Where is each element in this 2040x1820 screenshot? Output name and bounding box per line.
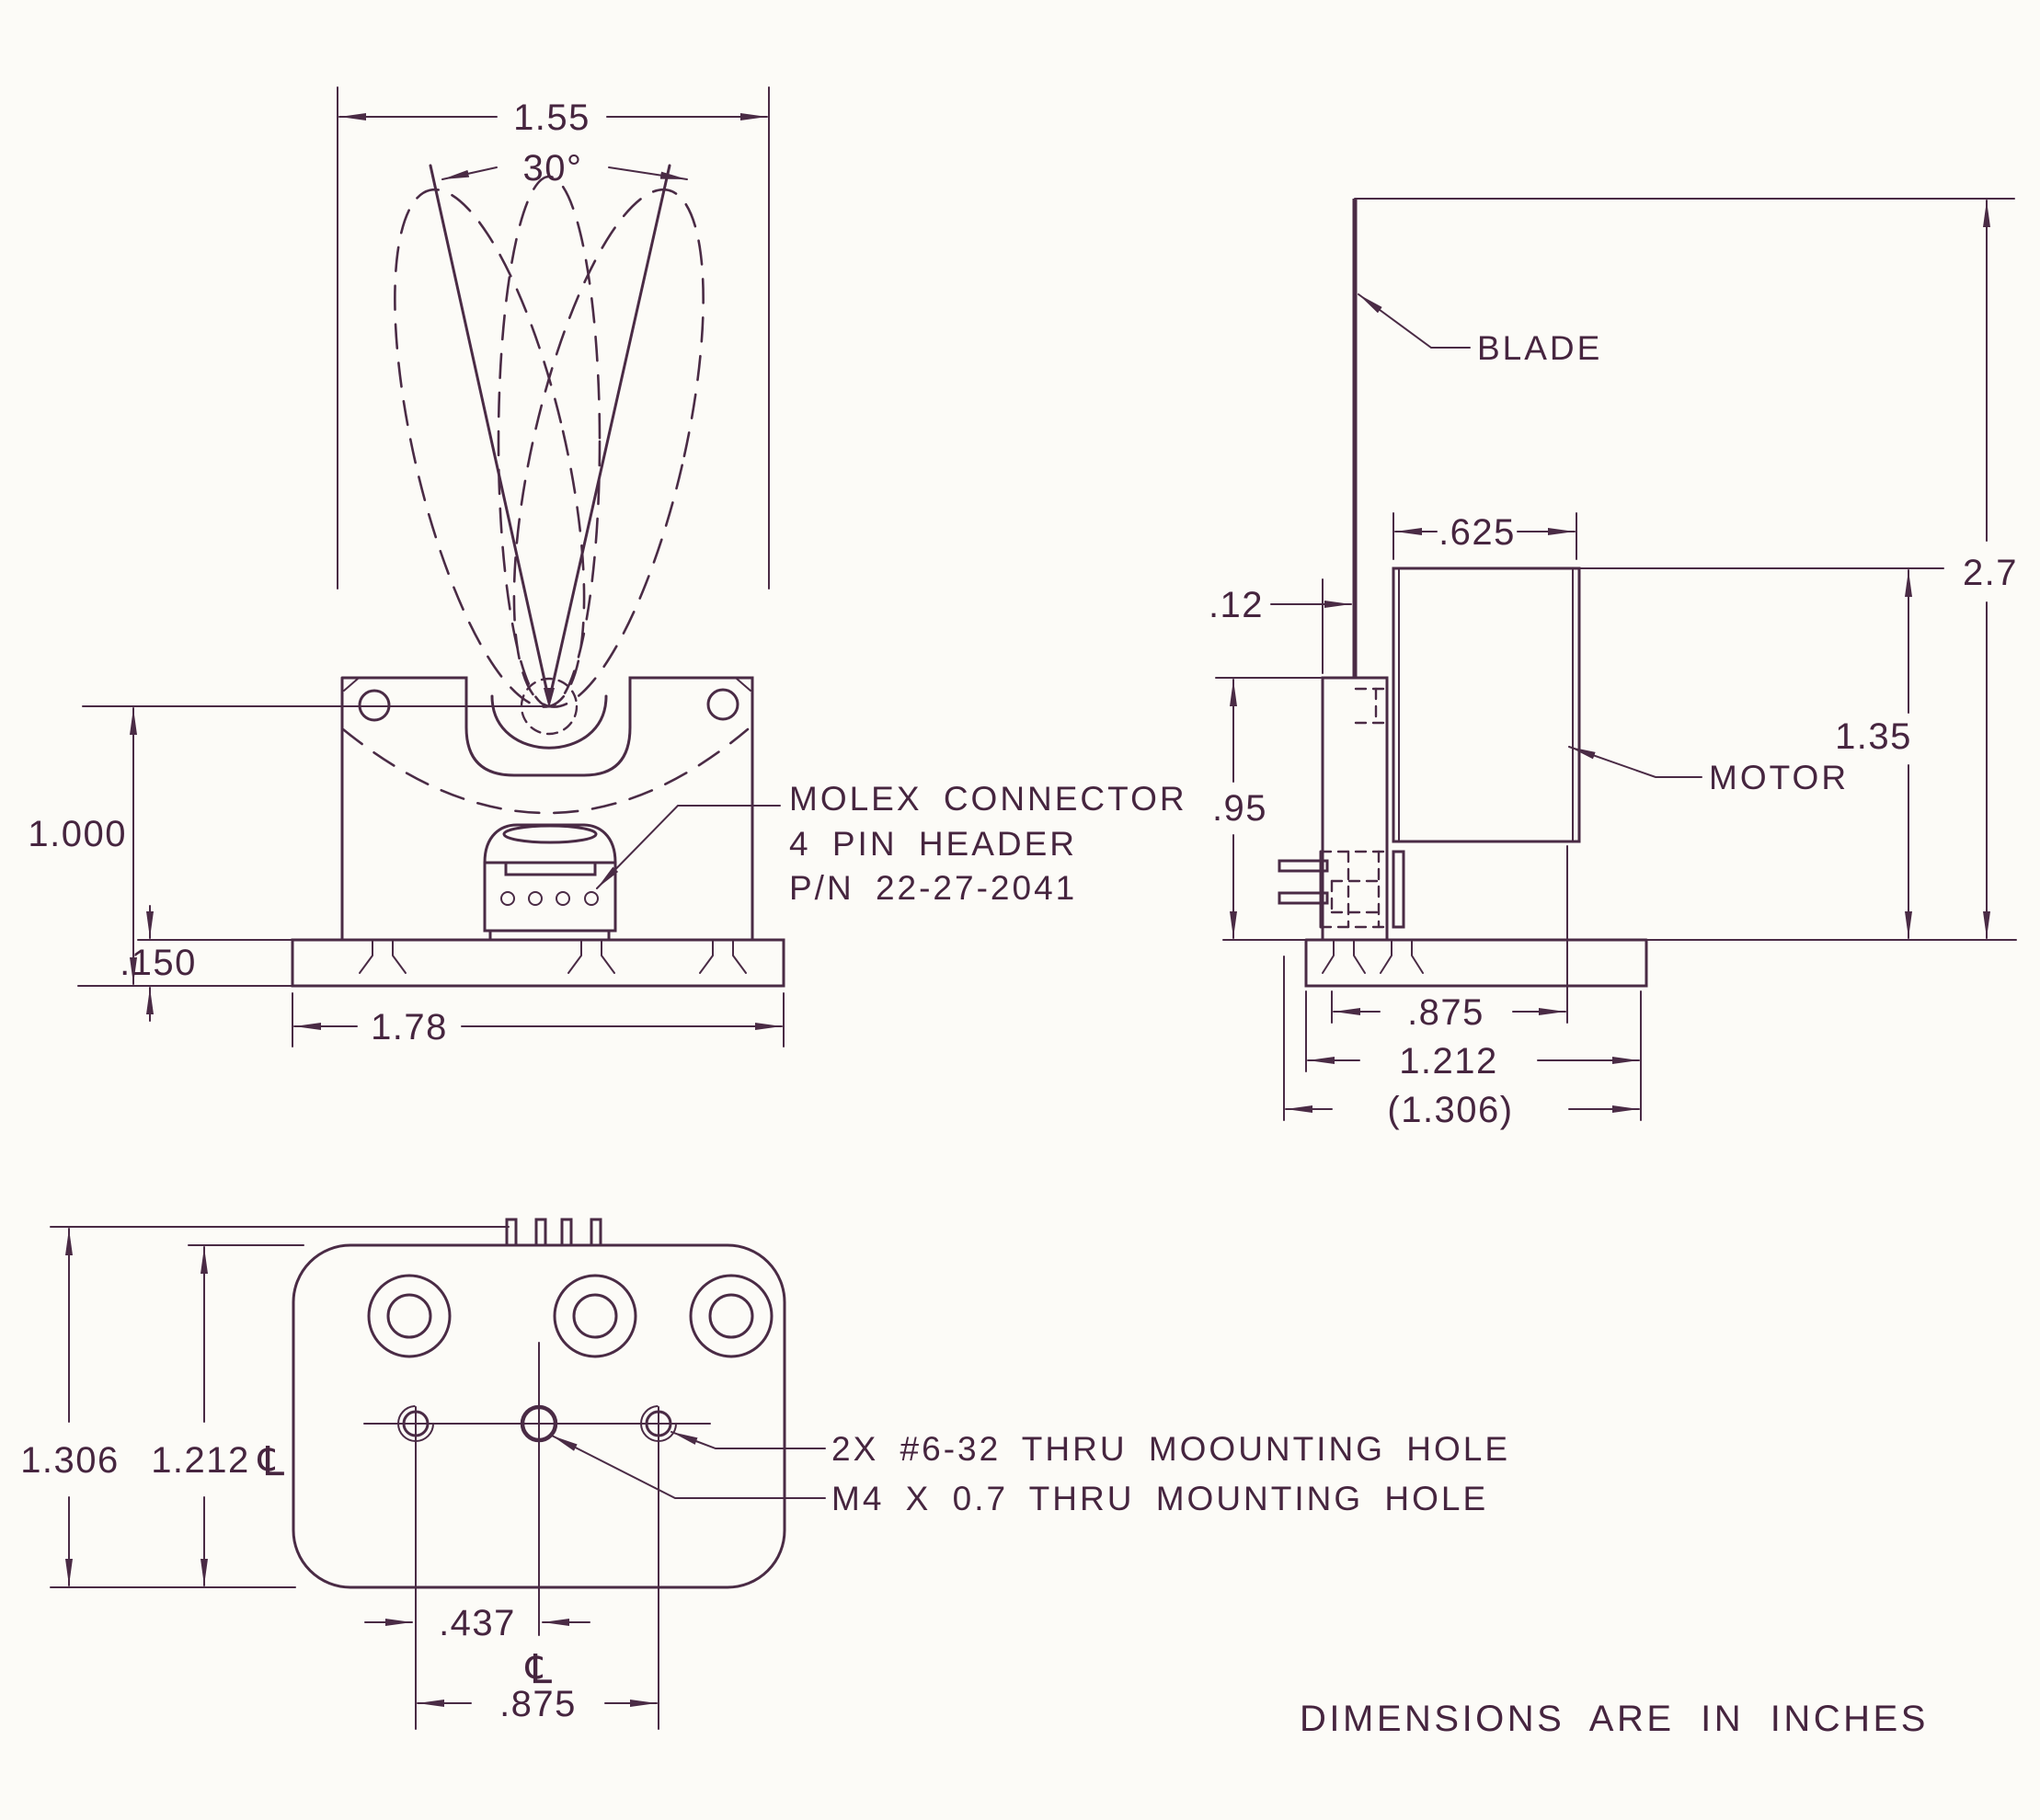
dim-overall-height: 2.7 (1963, 553, 2018, 593)
bottom-view: 1.306 1.212 ℄ 2X #6-32 THRU MOOUNTING HO… (20, 1218, 1510, 1730)
dim-motor-height: 1.35 (1835, 716, 1912, 757)
dim-motor-width: .625 (1438, 512, 1516, 553)
front-body-outline (340, 676, 754, 942)
angle-leg-left (429, 164, 551, 703)
motor-outline (1392, 567, 1581, 843)
angle-leg-right (547, 164, 671, 703)
hole-632-left-thread (397, 1405, 434, 1442)
dim-overall-depth-ref: (1.306) (1387, 1090, 1513, 1130)
hole-632-left (402, 1410, 430, 1437)
dim-blade-angle: 30° (523, 148, 583, 189)
dim-hole-offset: .875 (1407, 992, 1484, 1033)
front-hole-right (706, 688, 739, 721)
connector-callout-2: 4 PIN HEADER (789, 825, 1077, 863)
dim-hole-to-center: .437 (439, 1603, 516, 1643)
bottom-pin-4 (590, 1218, 602, 1247)
units-note: DIMENSIONS ARE IN INCHES (1300, 1699, 1929, 1739)
hub-clearance-arc (490, 694, 608, 750)
bottom-pin-3 (560, 1218, 573, 1247)
callout-632: 2X #6-32 THRU MOOUNTING HOLE (831, 1430, 1510, 1468)
connector-body (483, 861, 617, 933)
centerline-symbol-1: ℄ (258, 1439, 285, 1484)
side-view: BLADE MOTOR .625 .12 .95 (1209, 198, 2018, 1130)
corner-break-right (736, 678, 751, 692)
pin-side-upper (1278, 859, 1329, 873)
leader-632 (670, 1431, 826, 1449)
bottom-pin-1 (505, 1218, 518, 1247)
motor-label: MOTOR (1709, 759, 1849, 796)
connector-side-hidden (1319, 850, 1389, 929)
connector-callout-3: P/N 22-27-2041 (789, 869, 1077, 907)
centerline-symbol-2: ℄ (525, 1647, 553, 1692)
pin-side-lower (1278, 891, 1329, 905)
blade-center-outline (497, 175, 602, 708)
hub-hidden-lines (1354, 687, 1389, 725)
dim-blade-gap: .12 (1209, 585, 1264, 625)
base-relief-marks-side (1322, 939, 1424, 974)
connector-callout-1: MOLEX CONNECTOR (789, 780, 1187, 818)
dim-height-to-pivot: 1.000 (28, 814, 127, 854)
base-relief-marks-front (359, 939, 747, 974)
pin-hole-4 (584, 891, 599, 906)
bottom-pin-2 (534, 1218, 547, 1247)
dim-base-width: 1.78 (371, 1007, 448, 1047)
connector-top-slot (502, 824, 598, 844)
pin-hole-3 (556, 891, 570, 906)
callout-m4: M4 X 0.7 THRU MOUNTING HOLE (831, 1480, 1488, 1517)
bracket-plate (1321, 676, 1389, 942)
motor-leader (1568, 746, 1702, 778)
dim-body-height: .95 (1212, 788, 1267, 829)
connector-rail (1392, 850, 1405, 929)
connector-latch-slot (504, 861, 597, 876)
angle-leader-right (608, 166, 688, 180)
hole-m4-center (520, 1404, 558, 1443)
side-base-outline (1304, 938, 1648, 988)
boss-counterbores (367, 1274, 774, 1358)
dim-overall-depth-bottom: 1.306 (20, 1440, 120, 1481)
corner-break-left (343, 678, 359, 692)
blade-label: BLADE (1477, 329, 1602, 367)
dim-base-depth: 1.212 (1399, 1041, 1498, 1082)
pin-hole-1 (500, 891, 515, 906)
dim-body-depth-bottom: 1.212 (151, 1440, 250, 1481)
dim-base-thickness: .150 (120, 943, 197, 983)
blade-tip-sweep-arc (341, 727, 750, 815)
leader-m4 (551, 1435, 826, 1499)
front-view: 1.55 30° MOLEX CONNECTOR 4 PIN HEADER P/… (28, 86, 1187, 1047)
dim-blade-envelope-width: 1.55 (513, 97, 590, 138)
blade-leader (1358, 293, 1471, 349)
pivot-arrow (544, 688, 555, 708)
connector-leader (596, 805, 781, 889)
front-hole-left (358, 689, 391, 722)
hole-632-right-thread (640, 1405, 677, 1442)
front-base-outline (291, 938, 785, 988)
hole-632-right (645, 1410, 672, 1437)
pin-hole-2 (528, 891, 543, 906)
dim-hole-spacing: .875 (499, 1684, 577, 1724)
angle-leader-left (441, 166, 498, 180)
